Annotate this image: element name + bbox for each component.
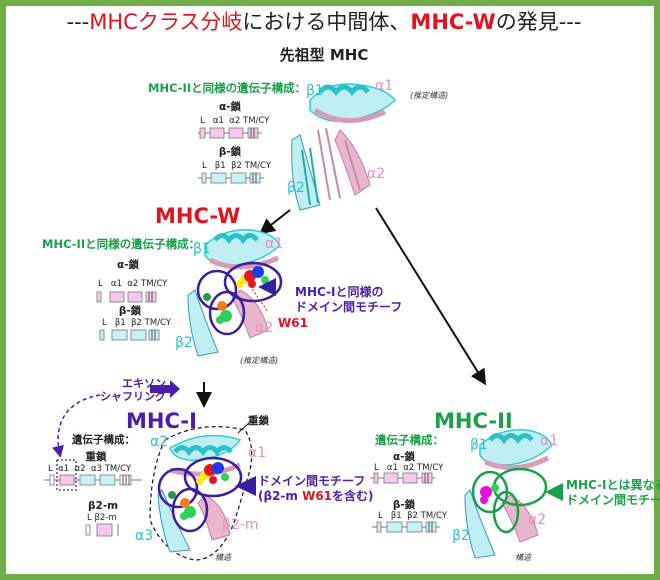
mhcii-gene-heading: 遺伝子構成： <box>375 433 444 447</box>
figure-title: ---MHCクラス分岐における中間体、MHC-Wの発見--- <box>0 6 648 36</box>
ancestor-heading: 先祖型 MHC <box>279 46 369 64</box>
arrow-ancestor-to-mhcii <box>375 207 487 386</box>
exon-a2 <box>228 127 244 139</box>
mhcw-alpha-chain-label: α-鎖 <box>116 259 140 271</box>
mhci-motif-label: ドメイン間モチーフ (β2-m W61を含む) <box>258 474 374 504</box>
exon-L <box>199 127 206 139</box>
mhci-heavy-outline-label: 重鎖 <box>248 415 269 427</box>
mhcw-domain-a1: α1 <box>265 236 284 252</box>
mhcw-beta-chain-label: β-鎖 <box>118 305 142 317</box>
mhcii-structure-note: 構造 <box>515 553 531 562</box>
mhcii-domain-a1: α1 <box>540 433 559 449</box>
title-suffix: の発見--- <box>495 10 582 34</box>
ancestor-structure <box>291 83 397 211</box>
ancestor-alpha-exon-labels: L α1 α2 TM/CY <box>200 116 270 126</box>
mhcw-structure <box>187 229 283 357</box>
mhcii-motif-label: MHC-Iとは異なる ドメイン間モチーフ <box>566 478 660 508</box>
exon-shuffling-arrow-icon <box>150 380 180 398</box>
mhci-motif-line1: ドメイン間モチーフ <box>258 474 366 488</box>
exon-shuffling-label: エキソン シャフリング <box>100 377 166 403</box>
mhci-b2m-exons <box>85 523 119 537</box>
mhci-motif-pointer <box>235 476 256 496</box>
arrow-ancestor-to-mhcw <box>258 209 291 235</box>
mhcw-alpha-exon-labels: L α1 α2 TM/CY <box>98 279 168 289</box>
mhcii-alpha-exons <box>370 472 435 484</box>
exon-tmcy <box>249 172 261 184</box>
mhcii-motif-line2: ドメイン間モチーフ <box>566 493 660 507</box>
mhcw-motif-line2: ドメイン間モチーフ <box>295 300 403 314</box>
mhcw-beta-exon-labels: L β1 β2 TM/CY <box>102 318 172 328</box>
ancestor-domain-b1: β1 <box>306 83 324 99</box>
mhci-structure-note: 構造 <box>215 553 231 562</box>
mhcii-alpha-chain-label: α-鎖 <box>392 451 416 463</box>
title-highlight-mhcw: MHC-W <box>410 10 496 34</box>
ancestor-alpha-exons <box>198 127 262 139</box>
exon-tmcy <box>247 127 259 139</box>
mhci-heavy-chain-label: 重鎖 <box>85 451 107 463</box>
mhcw-motif-line1: MHC-Iと同様の <box>295 285 384 299</box>
mhci-b2m-chain-label: β2-m <box>88 500 119 512</box>
mhcw-motif-pointer <box>258 278 276 296</box>
mhci-domain-a2: α2 <box>150 434 169 450</box>
mhcw-beta-exons <box>99 329 160 341</box>
mhcw-gene-heading: MHC-IIと同様の遺伝子構成： <box>42 237 201 251</box>
motif-circle <box>223 261 283 303</box>
mhcii-domain-b1: β1 <box>470 437 488 453</box>
mhci-heavy-exons <box>44 474 142 486</box>
motif-circle <box>196 269 238 311</box>
exon-shuffling-dashed-arrow <box>52 394 101 458</box>
mhcw-motif-label: MHC-Iと同様の ドメイン間モチーフ <box>295 285 402 315</box>
ancestor-alpha-chain-label: α-鎖 <box>218 101 242 113</box>
exon-L <box>201 172 207 184</box>
mhci-motif-w61: W61 <box>302 489 333 503</box>
mhcii-domain-b2: β2 <box>452 528 470 544</box>
mhci-gene-heading: 遺伝子構成： <box>72 434 135 446</box>
mhcw-heading: MHC-W <box>155 204 241 228</box>
ancestor-gene-heading: MHC-IIと同様の遺伝子構成： <box>148 81 307 95</box>
exon-shuffling-line1: エキソン <box>122 377 166 390</box>
mhcii-alpha-exon-labels: L α1 α2 TM/CY <box>374 463 444 473</box>
ancestor-beta-exon-labels: L β1 β2 TM/CY <box>202 161 272 171</box>
mhcw-domain-b2: β2 <box>175 335 193 351</box>
ancestor-beta-exons <box>198 172 264 184</box>
title-prefix: --- <box>66 10 90 34</box>
mhci-b2m-exon-labels: L β2-m <box>87 513 117 523</box>
mhcii-domain-a2: α2 <box>528 512 547 528</box>
ancestor-structure-note: (推定構造) <box>410 91 449 100</box>
exon-b2 <box>230 172 247 184</box>
mhcii-heading: MHC-II <box>434 409 513 433</box>
exon-a1 <box>209 127 225 139</box>
mhcw-domain-a2: α2 <box>255 320 274 336</box>
mhci-heading: MHC-I <box>126 409 197 433</box>
mhcw-alpha-exons <box>96 291 157 303</box>
mhcw-domain-b1: β1 <box>193 241 211 257</box>
mhci-structure <box>149 421 253 561</box>
mhci-domain-a3: α3 <box>135 528 154 544</box>
ancestor-domain-b2: β2 <box>287 180 305 196</box>
mhcii-beta-exon-labels: L β1 β2 TM/CY <box>378 511 448 521</box>
ancestor-domain-a2: α2 <box>367 166 386 182</box>
mhcii-beta-chain-label: β-鎖 <box>392 499 416 511</box>
mhcii-structure <box>464 429 553 559</box>
motif-circle <box>208 290 246 336</box>
mhci-heavy-exon-labels: L α1 α2 α3 TM/CY <box>48 464 132 474</box>
title-highlight-mhc-class-divergence: MHCクラス分岐 <box>89 10 243 34</box>
exon-b1 <box>210 172 227 184</box>
mhci-domain-b2m: β2-m <box>222 517 259 533</box>
title-middle: における中間体、 <box>242 10 411 34</box>
mhcii-motif-line1: MHC-Iとは異なる <box>566 478 660 492</box>
mhcii-beta-exons <box>372 521 440 533</box>
mhci-motif-line2: (β2-m W61を含む) <box>258 489 374 503</box>
mhci-domain-a1: α1 <box>248 445 267 461</box>
ancestor-beta-chain-label: β-鎖 <box>218 146 242 158</box>
mhcii-motif-pointer <box>545 483 563 501</box>
mhcw-residue-w61: W61 <box>278 316 308 330</box>
mhci-a1-highlight-box <box>56 459 77 491</box>
ancestor-domain-a1: α1 <box>375 78 394 94</box>
mhcw-structure-note: (推定構造) <box>240 356 279 365</box>
heavy-chain-outline <box>149 426 253 561</box>
exon-shuffling-line2: シャフリング <box>100 390 166 403</box>
